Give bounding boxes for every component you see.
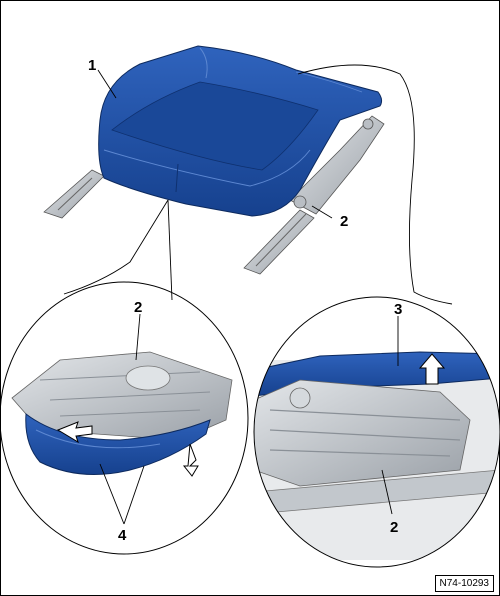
callout-1: 1 bbox=[88, 57, 96, 74]
callout-2-top: 2 bbox=[340, 213, 348, 230]
arrow-icon-left bbox=[56, 421, 93, 444]
arrow-icon-up bbox=[418, 353, 446, 385]
callout-3: 3 bbox=[394, 301, 402, 318]
callout-2-right: 2 bbox=[390, 519, 398, 536]
callout-4: 4 bbox=[118, 527, 127, 544]
detail-circle-right bbox=[253, 296, 500, 568]
seat-frame-rails bbox=[43, 115, 385, 275]
detail-circle-left bbox=[0, 281, 249, 555]
leader-lines bbox=[97, 69, 399, 525]
seat-cushion bbox=[98, 45, 383, 217]
reference-number: N74-10293 bbox=[434, 575, 494, 592]
connector-lines bbox=[63, 64, 453, 305]
arrow-icon-left-down bbox=[182, 443, 199, 477]
callout-2-left: 2 bbox=[134, 299, 142, 316]
